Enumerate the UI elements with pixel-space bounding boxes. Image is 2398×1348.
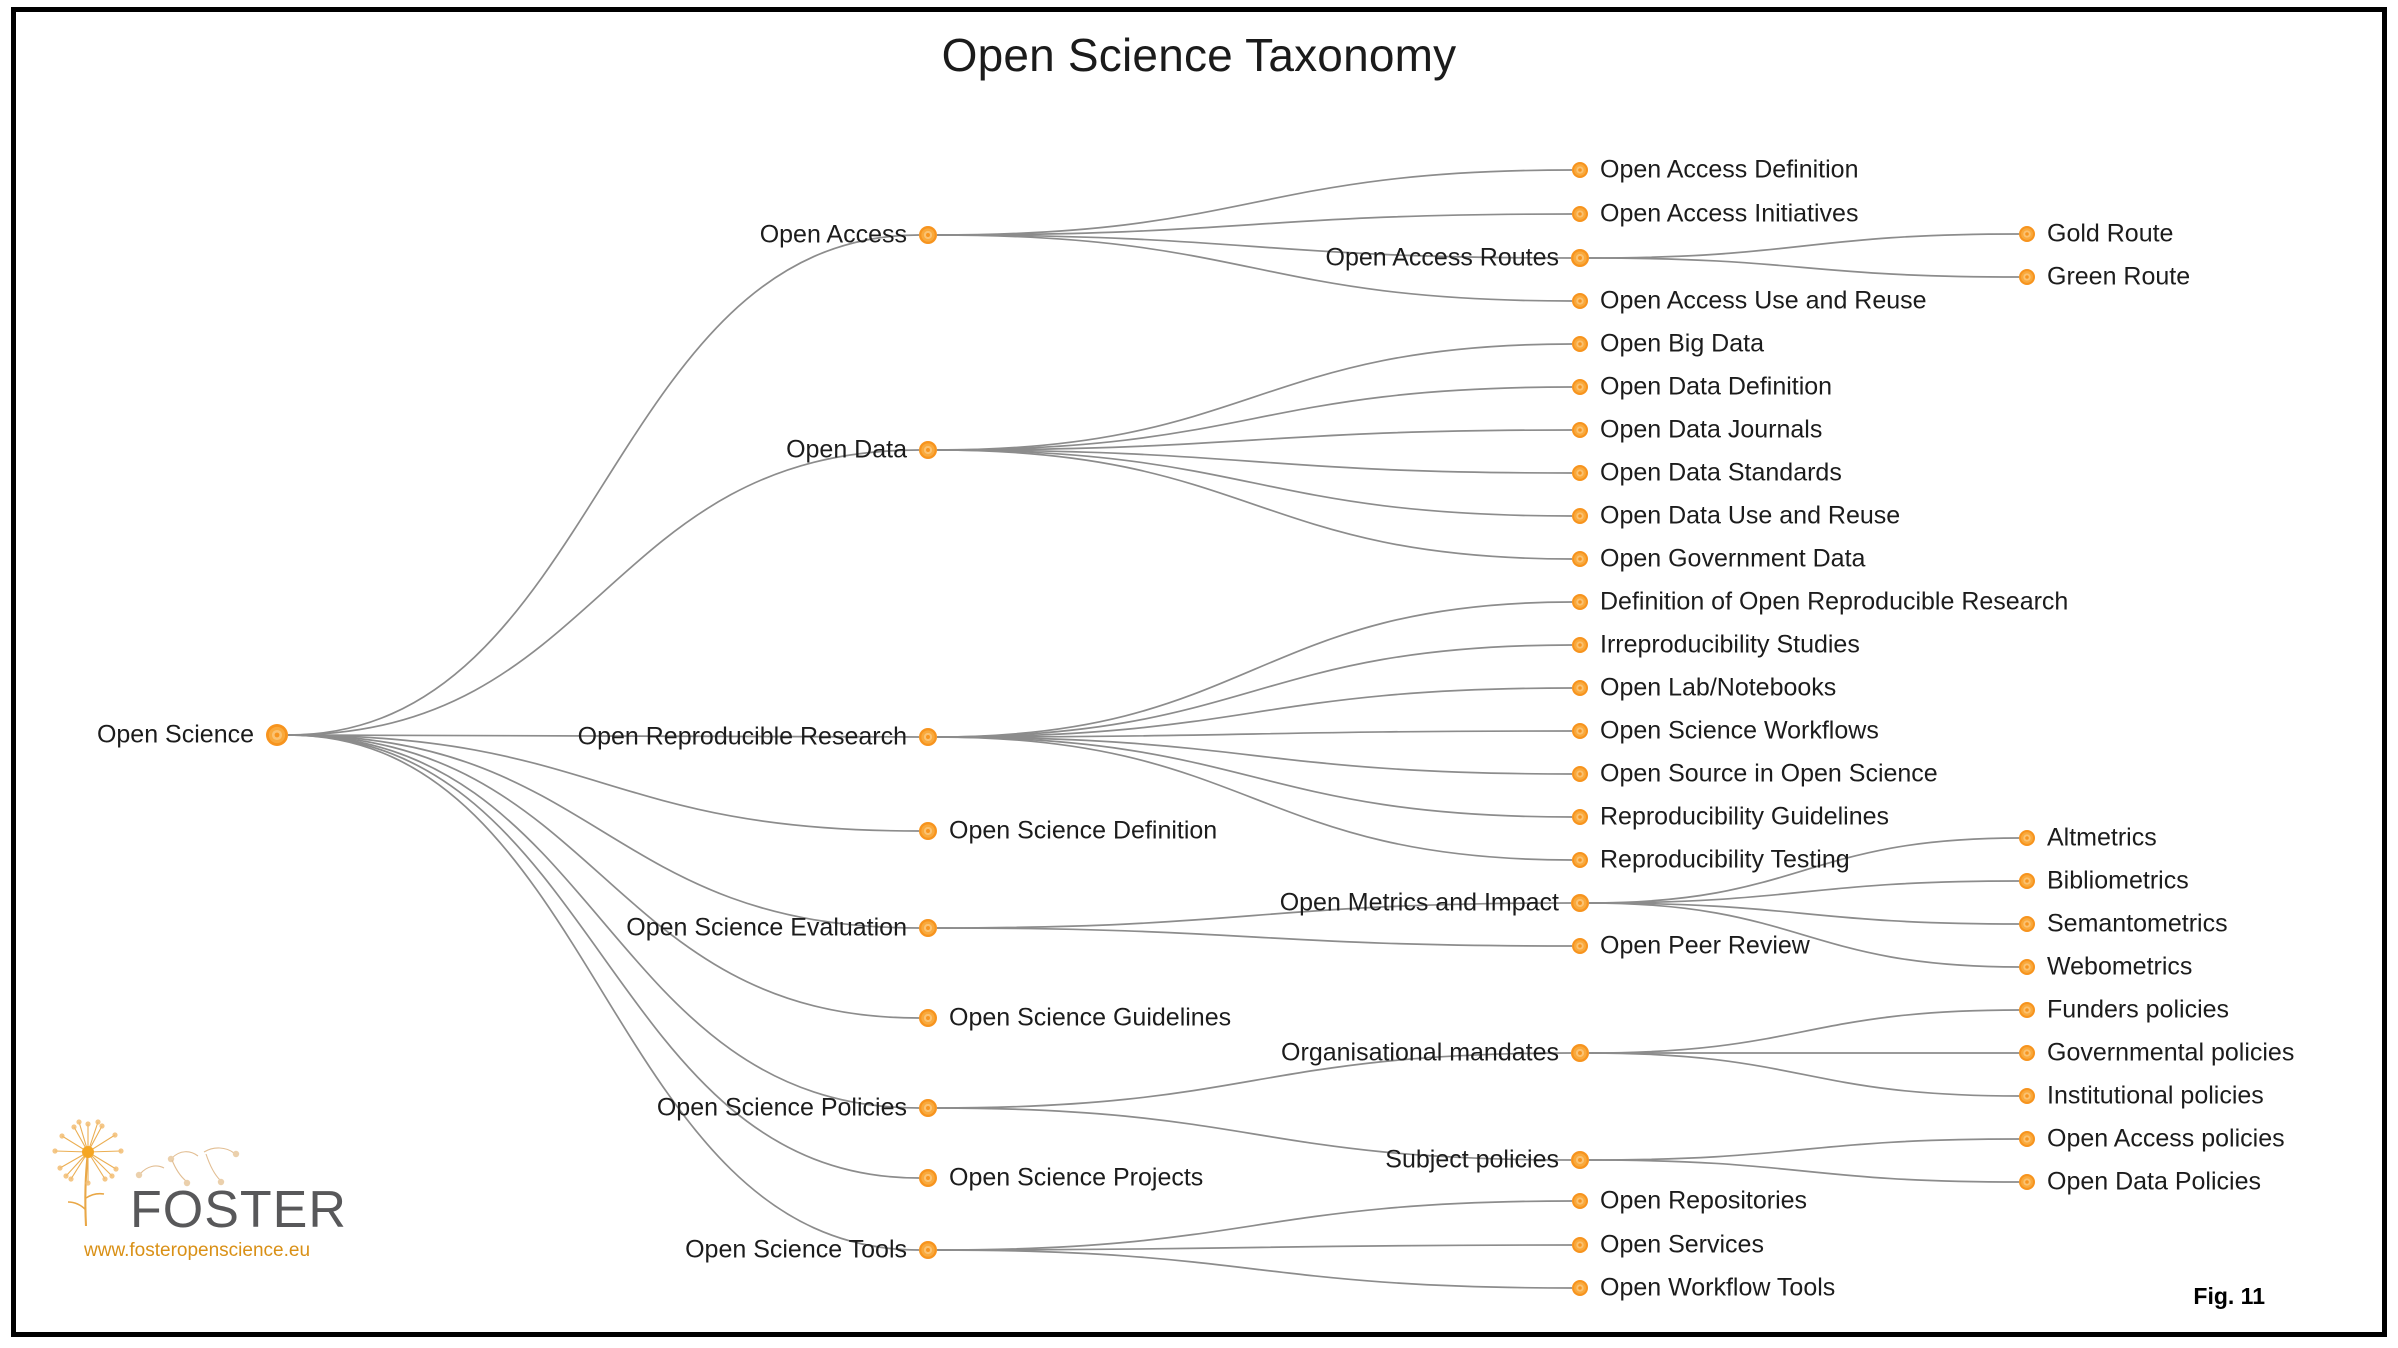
tree-node-label-green-route: Green Route <box>2047 262 2191 291</box>
tree-node-label-reproducibility-guidelines: Reproducibility Guidelines <box>1600 802 1890 831</box>
tree-node-label-open-science-policies: Open Science Policies <box>656 1093 907 1122</box>
tree-node-label-open-data-standards: Open Data Standards <box>1600 458 1842 487</box>
figure-caption: Fig. 11 <box>2193 1283 2265 1309</box>
tree-node-label-altmetrics: Altmetrics <box>2047 823 2157 852</box>
tree-node-label-open-data: Open Data <box>786 435 907 464</box>
tree-node-label-open-services: Open Services <box>1600 1230 1764 1259</box>
foster-url[interactable]: www.fosteropenscience.eu <box>84 1240 311 1261</box>
tree-node-label-open-access-policies: Open Access policies <box>2047 1124 2285 1153</box>
tree-node-label-open-access-routes: Open Access Routes <box>1325 243 1559 272</box>
tree-node-label-governmental-policies: Governmental policies <box>2047 1038 2295 1067</box>
tree-node-label-open-science: Open Science <box>96 720 254 749</box>
tree-node-label-bibliometrics: Bibliometrics <box>2047 866 2189 895</box>
figure-border <box>11 7 2387 1337</box>
tree-node-label-open-big-data: Open Big Data <box>1600 329 1764 358</box>
tree-node-label-open-science-workflows: Open Science Workflows <box>1600 716 1879 745</box>
tree-node-label-open-lab-notebooks: Open Lab/Notebooks <box>1600 673 1837 702</box>
tree-node-label-reproducibility-testing: Reproducibility Testing <box>1600 845 1850 874</box>
page-title: Open Science Taxonomy <box>941 29 1457 81</box>
tree-node-label-irreproducibility-studies: Irreproducibility Studies <box>1600 630 1860 659</box>
tree-node-label-open-access-use-and-reuse: Open Access Use and Reuse <box>1600 286 1927 315</box>
tree-node-label-definition-of-open-reproducible-research: Definition of Open Reproducible Research <box>1600 587 2069 616</box>
tree-node-label-organisational-mandates: Organisational mandates <box>1281 1038 1559 1067</box>
tree-node-label-open-data-journals: Open Data Journals <box>1600 415 1823 444</box>
tree-node-label-semantometrics: Semantometrics <box>2047 909 2228 938</box>
tree-node-label-open-peer-review: Open Peer Review <box>1600 931 1810 960</box>
tree-node-label-gold-route: Gold Route <box>2047 219 2174 248</box>
tree-node-label-subject-policies: Subject policies <box>1385 1145 1559 1174</box>
foster-wordmark: FOSTER <box>130 1181 347 1239</box>
tree-node-label-open-science-definition: Open Science Definition <box>949 816 1218 845</box>
tree-node-label-open-repositories: Open Repositories <box>1600 1186 1808 1215</box>
tree-node-label-open-access-definition: Open Access Definition <box>1600 155 1859 184</box>
tree-node-label-webometrics: Webometrics <box>2047 952 2193 981</box>
tree-node-label-open-access: Open Access <box>759 220 907 249</box>
tree-node-label-open-data-definition: Open Data Definition <box>1600 372 1833 401</box>
tree-node-label-open-reproducible-research: Open Reproducible Research <box>577 722 907 751</box>
tree-node-label-open-data-policies: Open Data Policies <box>2047 1167 2262 1196</box>
tree-node-label-open-data-use-and-reuse: Open Data Use and Reuse <box>1600 501 1901 530</box>
tree-node-label-open-science-tools: Open Science Tools <box>685 1235 907 1264</box>
tree-node-label-open-source-in-open-science: Open Source in Open Science <box>1600 759 1938 788</box>
tree-node-label-open-metrics-and-impact: Open Metrics and Impact <box>1279 888 1559 917</box>
tree-node-label-open-science-evaluation: Open Science Evaluation <box>626 913 907 942</box>
tree-node-label-open-government-data: Open Government Data <box>1600 544 1866 573</box>
tree-node-label-funders-policies: Funders policies <box>2047 995 2230 1024</box>
tree-node-label-institutional-policies: Institutional policies <box>2047 1081 2264 1110</box>
tree-node-label-open-science-projects: Open Science Projects <box>949 1163 1204 1192</box>
tree-node-label-open-access-initiatives: Open Access Initiatives <box>1600 199 1859 228</box>
foster-logo: FOSTER www.fosteropenscience.eu <box>52 1118 352 1308</box>
tree-node-label-open-workflow-tools: Open Workflow Tools <box>1600 1273 1836 1302</box>
tree-node-label-open-science-guidelines: Open Science Guidelines <box>949 1003 1232 1032</box>
dandelion-icon <box>52 1119 240 1227</box>
